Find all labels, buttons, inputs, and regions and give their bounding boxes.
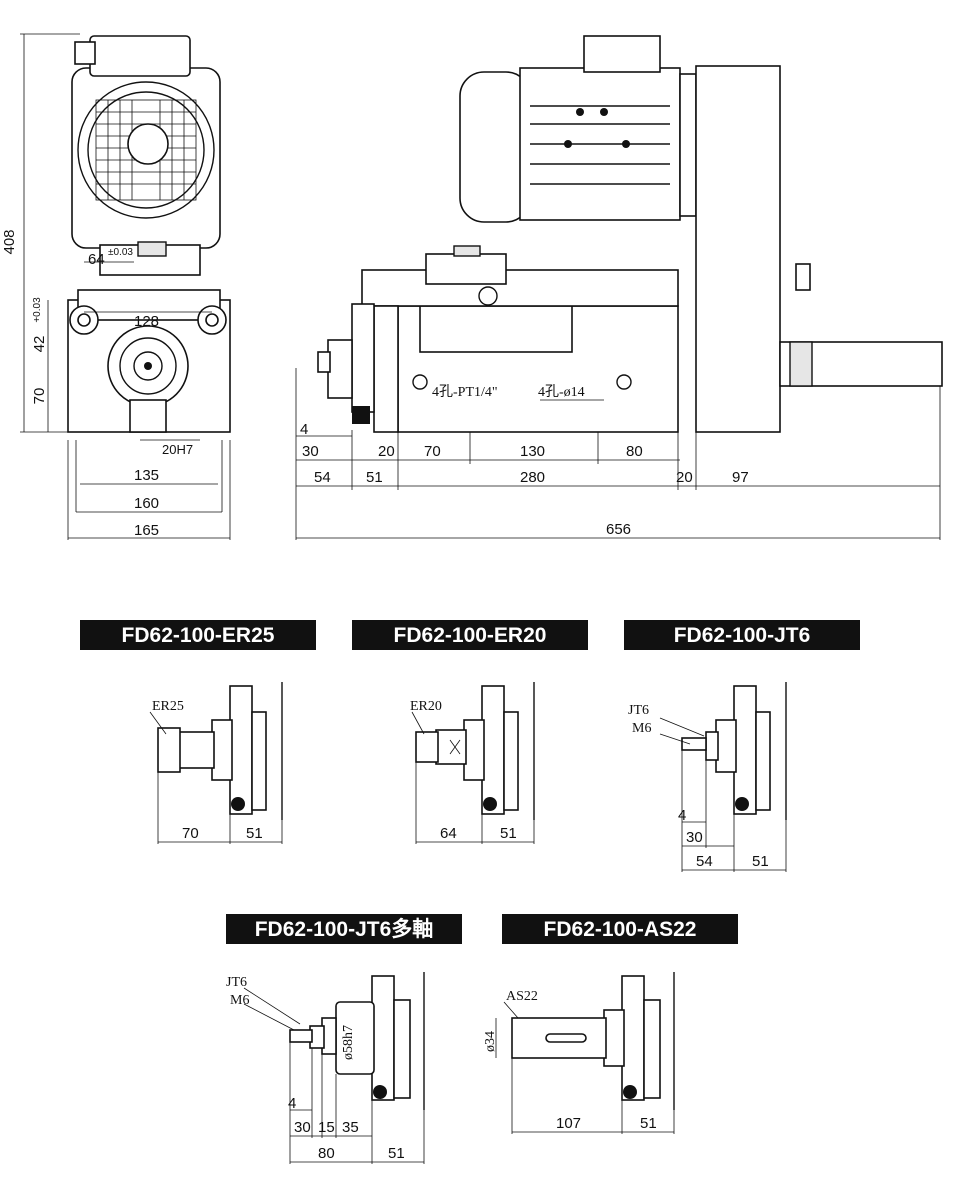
note-er20: ER20 (410, 699, 442, 714)
dim-20-front: 20 (378, 443, 395, 460)
variant-label-jt6-multi: FD62-100-JT6多軸 (255, 917, 434, 941)
dim-51: 51 (640, 1115, 657, 1132)
variant-as22: FD62-100-AS22 AS22 ø34 107 51 (483, 914, 738, 1134)
note-jt6: JT6 (226, 975, 247, 990)
dim-30: 30 (686, 829, 703, 846)
dim-160: 160 (134, 495, 159, 512)
dim-130: 130 (520, 443, 545, 460)
variant-er25: FD62-100-ER25 ER25 70 51 (80, 620, 316, 844)
dim-42-tolerance: +0.03 (32, 297, 43, 323)
dim-54: 54 (314, 469, 331, 486)
dim-30: 30 (294, 1119, 311, 1136)
dim-656: 656 (606, 521, 631, 538)
dim-54: 54 (696, 853, 713, 870)
variant-label-er20: FD62-100-ER20 (394, 624, 547, 647)
variant-jt6: FD62-100-JT6 JT6 M6 4 30 54 51 (624, 620, 860, 872)
dim-64: 64 (88, 251, 105, 268)
dim-165: 165 (134, 522, 159, 539)
dim-51: 51 (500, 825, 517, 842)
variant-jt6-multi: FD62-100-JT6多軸 JT6 M6 ø58h7 4 30 15 35 8… (226, 914, 462, 1164)
dim-280: 280 (520, 469, 545, 486)
note-mount-holes: 4孔-ø14 (538, 384, 585, 400)
note-m6: M6 (632, 721, 651, 736)
dim-80: 80 (318, 1145, 335, 1162)
dim-4: 4 (300, 421, 308, 438)
dim-128: 128 (134, 313, 159, 330)
dim-30: 30 (302, 443, 319, 460)
dim-70: 70 (31, 388, 48, 405)
motor-fins-icon (530, 105, 670, 185)
note-pt-ports: 4孔-PT1/4" (432, 384, 498, 400)
dim-80: 80 (626, 443, 643, 460)
note-as22: AS22 (506, 989, 538, 1004)
dim-20h7: 20H7 (162, 442, 193, 457)
dim-51: 51 (752, 853, 769, 870)
variant-label-as22: FD62-100-AS22 (544, 918, 697, 941)
dim-4: 4 (678, 807, 686, 824)
variant-er20: FD62-100-ER20 ER20 64 51 (352, 620, 588, 844)
dim-35: 35 (342, 1119, 359, 1136)
dim-70: 70 (424, 443, 441, 460)
variant-label-er25: FD62-100-ER25 (122, 624, 275, 647)
dim-51: 51 (388, 1145, 405, 1162)
dim-70: 70 (182, 825, 199, 842)
side-view: 4孔-PT1/4" 4孔-ø14 4 30 20 70 130 80 54 51… (295, 35, 943, 540)
note-er25: ER25 (152, 699, 184, 714)
dim-51: 51 (246, 825, 263, 842)
dim-64-tolerance: ±0.03 (108, 247, 133, 258)
note-diameter-34: ø34 (483, 1031, 498, 1052)
dim-64: 64 (440, 825, 457, 842)
variant-label-jt6: FD62-100-JT6 (674, 624, 811, 647)
note-jt6: JT6 (628, 703, 649, 718)
dim-51: 51 (366, 469, 383, 486)
front-view: 408 64 ±0.03 42 +0.03 128 70 20H7 135 16… (1, 33, 231, 540)
dim-15: 15 (318, 1119, 335, 1136)
dim-20-rear: 20 (676, 469, 693, 486)
dim-408: 408 (1, 229, 18, 254)
dim-135: 135 (134, 467, 159, 484)
dim-4: 4 (288, 1095, 296, 1112)
note-m6: M6 (230, 993, 249, 1008)
dim-107: 107 (556, 1115, 581, 1132)
dim-42: 42 (31, 336, 48, 353)
note-diameter-58h7: ø58h7 (341, 1025, 356, 1060)
dim-97: 97 (732, 469, 749, 486)
